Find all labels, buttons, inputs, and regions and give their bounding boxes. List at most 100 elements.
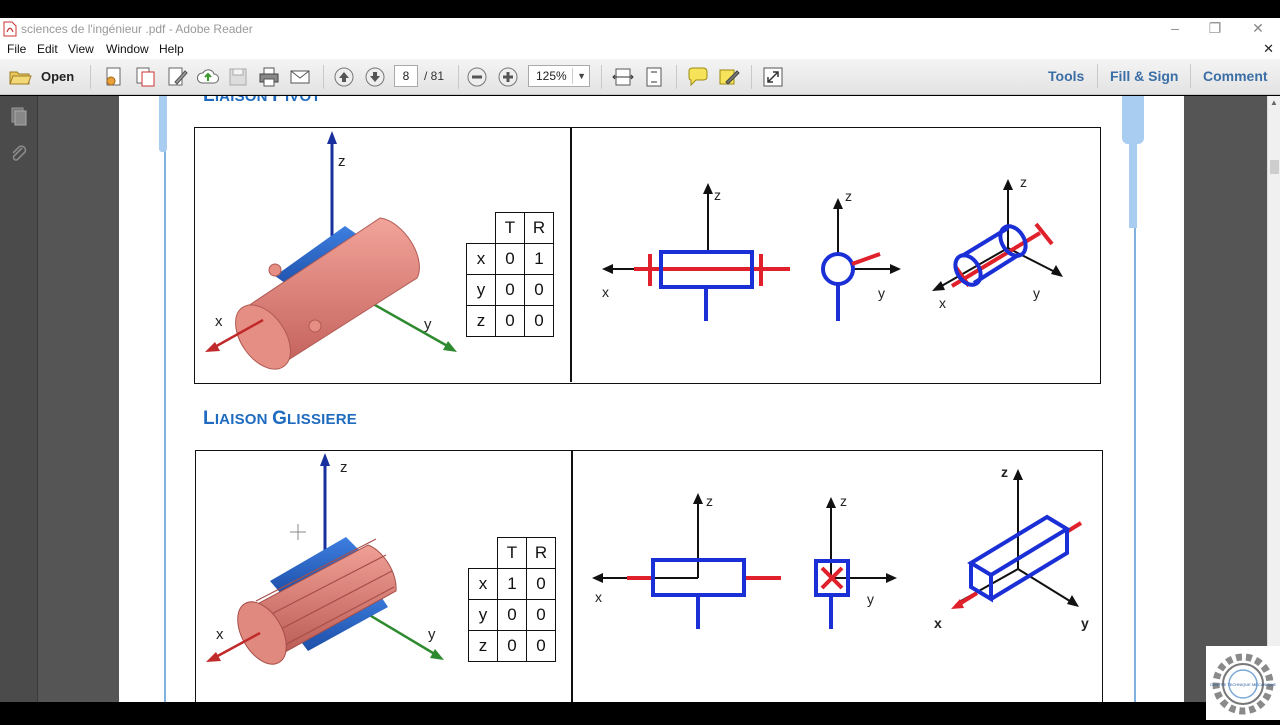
comment-bubble-icon[interactable]: [686, 65, 710, 89]
watermark-logo: CENTRE TECHNIQUE MÉCANIQUE: [1206, 646, 1280, 720]
navigation-pane: [0, 96, 38, 702]
print-icon[interactable]: [257, 65, 281, 89]
close-document-icon[interactable]: ✕: [1263, 41, 1274, 56]
shaft-cylinder-body: [244, 217, 420, 365]
shaft-pin-top: [268, 263, 282, 277]
splined-shaft-body: [247, 544, 397, 658]
zoom-level-select[interactable]: 125% ▼: [528, 65, 590, 87]
toolbar-separator: [458, 65, 459, 89]
toolbar-separator: [1097, 64, 1098, 88]
menu-edit[interactable]: Edit: [37, 42, 58, 56]
x-axis-arrow: [206, 652, 221, 662]
x-axis-label: x: [934, 615, 942, 631]
menu-window[interactable]: Window: [106, 42, 149, 56]
create-pdf-icon[interactable]: [102, 65, 126, 89]
pivot-kinematic-symbols: z x z: [602, 174, 1063, 321]
table-header-row: T R: [467, 212, 554, 244]
table-header-cell: R: [524, 212, 554, 244]
close-window-button[interactable]: ✕: [1252, 20, 1264, 36]
edit-pdf-icon[interactable]: [165, 65, 189, 89]
open-button[interactable]: Open: [41, 69, 75, 84]
y-axis-label: y: [878, 285, 885, 301]
pivot-iso-view-symbol: z y x: [932, 174, 1063, 311]
full-screen-icon[interactable]: [761, 65, 785, 89]
next-page-icon[interactable]: [363, 65, 387, 89]
menu-help[interactable]: Help: [159, 42, 184, 56]
z-axis-label: z: [1020, 174, 1027, 190]
slider-kinematic-symbols: z x z y: [592, 464, 1089, 631]
page-thumbnails-icon[interactable]: [9, 106, 29, 126]
z-axis-label: z: [340, 459, 348, 476]
toolbar-separator: [751, 65, 752, 89]
z-axis-label: z: [1001, 464, 1008, 480]
zoom-in-icon[interactable]: [496, 65, 520, 89]
heading-word: IVOT: [284, 96, 321, 105]
previous-page-icon[interactable]: [332, 65, 356, 89]
table-cell: 0: [524, 305, 554, 337]
table-cell: 0: [524, 274, 554, 306]
table-header-cell: T: [497, 537, 527, 569]
document-view[interactable]: LIAISON PIVOT: [38, 96, 1267, 702]
table-header-cell: R: [526, 537, 556, 569]
pivot-mobility-table: T R x 0 1 y 0 0 z 0: [466, 212, 554, 337]
slider-side-view-symbol: z y: [814, 493, 897, 629]
z-axis-arrow: [320, 453, 330, 466]
highlight-pen-icon[interactable]: [717, 65, 741, 89]
open-folder-icon[interactable]: [8, 65, 32, 89]
page-margin-line-left: [164, 96, 166, 702]
table-header-row: T R: [469, 537, 556, 569]
chevron-down-icon[interactable]: ▼: [572, 68, 586, 84]
x-axis-label: x: [602, 284, 609, 300]
move-cursor-icon: [290, 524, 306, 540]
fit-width-icon[interactable]: [611, 65, 635, 89]
y-axis-arrow: [430, 649, 444, 660]
gear-logo-icon: CENTRE TECHNIQUE MÉCANIQUE: [1210, 653, 1277, 715]
scrollbar-thumb[interactable]: [1270, 160, 1279, 174]
table-axis-cell: y: [466, 274, 496, 306]
x-axis-label: x: [215, 313, 223, 330]
page-number-input[interactable]: 8: [394, 65, 418, 87]
table-cell: 0: [495, 274, 525, 306]
minimize-button[interactable]: –: [1171, 20, 1179, 36]
save-icon[interactable]: [226, 65, 250, 89]
page-deco-tab-left: [159, 96, 167, 152]
y-axis-label: y: [1033, 285, 1040, 301]
upload-cloud-icon[interactable]: [196, 65, 220, 89]
toolbar-separator: [90, 65, 91, 89]
table-cell: 0: [526, 630, 556, 662]
combine-files-icon[interactable]: [133, 65, 157, 89]
x-axis-label: x: [595, 589, 602, 605]
x-axis-arrow: [205, 342, 220, 352]
z-axis-label: z: [845, 188, 852, 204]
slider-joint-figure-box: z y x: [195, 450, 1103, 702]
email-icon[interactable]: [288, 65, 312, 89]
table-row: x 0 1: [466, 243, 554, 275]
table-cell: 0: [495, 243, 525, 275]
zoom-out-icon[interactable]: [465, 65, 489, 89]
page-margin-line-right: [1134, 96, 1136, 702]
fit-page-icon[interactable]: [642, 65, 666, 89]
menu-view[interactable]: View: [68, 42, 94, 56]
z-axis-label: z: [338, 153, 346, 170]
vertical-scrollbar[interactable]: ▲: [1267, 96, 1280, 702]
pivot-side-view-symbol: z y: [821, 188, 901, 321]
table-cell: 0: [497, 599, 527, 631]
page-deco-tab-right: [1122, 96, 1144, 144]
z-axis-label: z: [840, 493, 847, 509]
scroll-up-arrow[interactable]: ▲: [1270, 98, 1278, 107]
table-cell-blank: [469, 538, 498, 569]
menu-file[interactable]: File: [7, 42, 27, 56]
comment-pane-button[interactable]: Comment: [1203, 68, 1268, 84]
attachment-paperclip-icon[interactable]: [9, 144, 29, 164]
z-axis-label: z: [714, 187, 721, 203]
figure-divider: [571, 451, 573, 702]
tools-pane-button[interactable]: Tools: [1048, 68, 1085, 84]
heading-letter: L: [203, 96, 215, 106]
heading-word: LISSIERE: [287, 411, 357, 428]
pdf-file-icon: [3, 21, 17, 37]
splined-shaft-end-face: [237, 601, 287, 665]
section-heading-liaison-pivot: LIAISON PIVOT: [203, 96, 321, 107]
restore-button[interactable]: ❐: [1208, 20, 1222, 36]
bottom-black-bar: [0, 702, 1280, 720]
fill-sign-pane-button[interactable]: Fill & Sign: [1110, 68, 1179, 84]
